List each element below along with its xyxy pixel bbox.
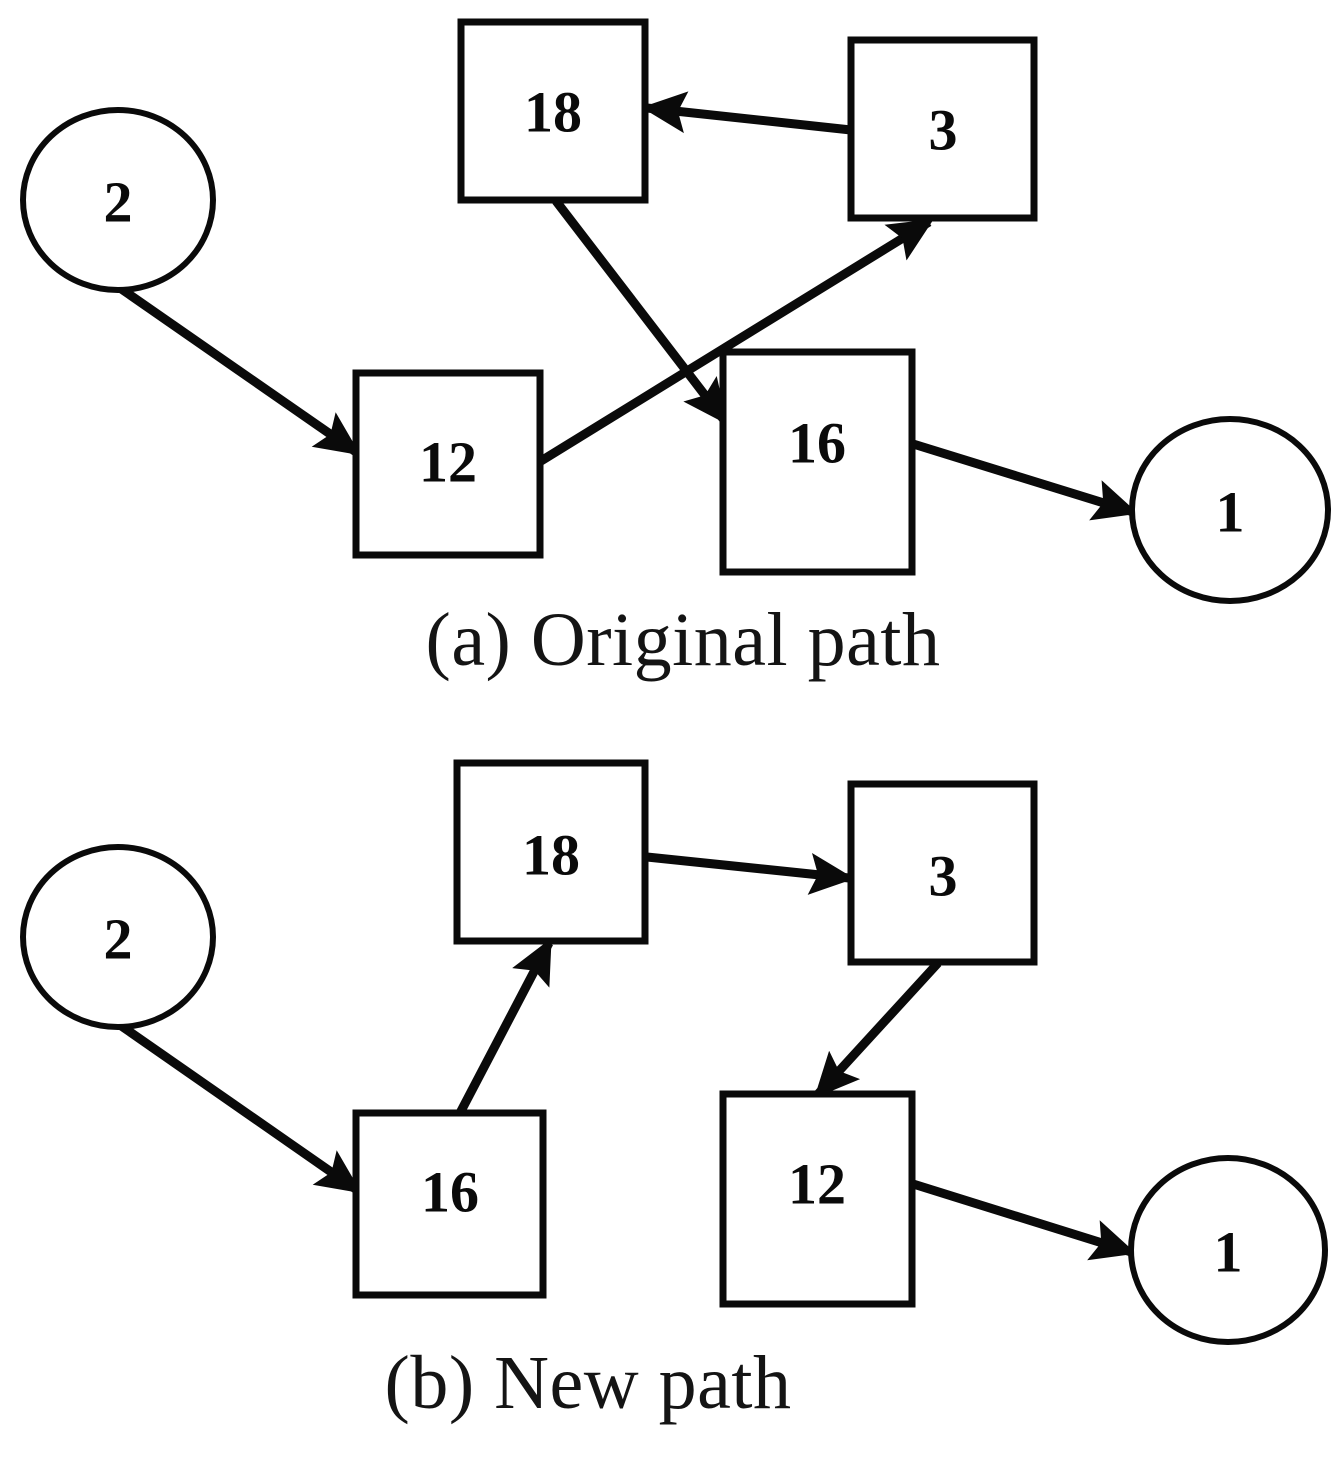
node-label: 18 — [524, 80, 582, 145]
node-b-16[interactable]: 16 — [352, 1109, 547, 1299]
node-circle-shape — [20, 107, 216, 293]
edge-3-to-12 — [814, 959, 942, 1099]
edge-18-to-3 — [646, 852, 855, 895]
node-a-12[interactable]: 12 — [352, 369, 544, 559]
panel-b: 2 18 3 16 12 1 (b) New path — [20, 759, 1328, 1425]
node-box-shape — [352, 369, 544, 559]
node-box-shape — [847, 780, 1038, 966]
node-label: 3 — [929, 844, 958, 909]
node-box-shape — [457, 18, 649, 204]
node-label: 1 — [1214, 1220, 1243, 1285]
edge-12-to-1 — [908, 1178, 1137, 1261]
node-a-16[interactable]: 16 — [719, 348, 916, 576]
node-a-2[interactable]: 2 — [20, 107, 216, 293]
node-b-18[interactable]: 18 — [453, 759, 649, 945]
panel-a-edges — [117, 91, 1139, 521]
caption-panel-b: (b) New path — [385, 1341, 792, 1425]
node-b-3[interactable]: 3 — [847, 780, 1038, 966]
panel-b-edges — [117, 852, 1137, 1261]
node-label: 2 — [104, 170, 133, 235]
node-label: 18 — [522, 823, 580, 888]
node-circle-shape — [20, 844, 216, 1030]
edge-18-to-16 — [552, 198, 728, 425]
node-label: 1 — [1216, 480, 1245, 545]
node-label: 16 — [788, 411, 846, 476]
node-label: 12 — [788, 1152, 846, 1217]
node-label: 16 — [421, 1160, 479, 1225]
node-box-shape — [719, 348, 916, 576]
node-label: 12 — [419, 430, 477, 495]
edge-16-to-1 — [908, 438, 1139, 521]
node-b-1[interactable]: 1 — [1128, 1155, 1328, 1345]
panel-a: 2 18 3 12 16 1 (a) Original path — [20, 18, 1331, 682]
node-circle-shape — [1129, 416, 1331, 604]
edge-12-to-3 — [538, 218, 934, 465]
edge-3-to-18 — [641, 91, 852, 135]
edge-2-to-16 — [117, 1021, 362, 1194]
edge-16-to-18 — [456, 938, 553, 1116]
node-circle-shape — [1128, 1155, 1328, 1345]
node-label: 3 — [929, 98, 958, 163]
node-box-shape — [847, 36, 1038, 222]
node-box-shape — [453, 759, 649, 945]
edge-2-to-12 — [117, 284, 361, 456]
node-a-3[interactable]: 3 — [847, 36, 1038, 222]
node-a-1[interactable]: 1 — [1129, 416, 1331, 604]
node-b-2[interactable]: 2 — [20, 844, 216, 1030]
node-a-18[interactable]: 18 — [457, 18, 649, 204]
node-b-12[interactable]: 12 — [719, 1090, 916, 1308]
node-label: 2 — [104, 907, 133, 972]
node-box-shape — [352, 1109, 547, 1299]
node-box-shape — [719, 1090, 916, 1308]
caption-panel-a: (a) Original path — [426, 598, 941, 682]
